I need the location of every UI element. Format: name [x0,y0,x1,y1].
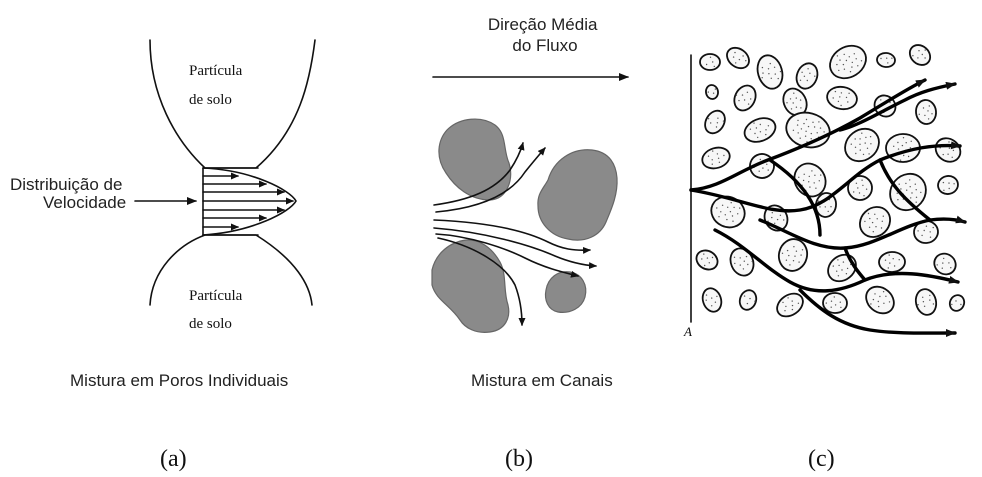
soil-grain [931,133,965,166]
solid-grain-top-left [439,119,511,200]
soil-grain [854,201,896,243]
soil-grain [947,293,966,313]
soil-grain [876,52,895,68]
soil-grain [930,249,959,278]
panel-a: Partícula de solo Partícula de solo Dist… [10,40,315,472]
soil-grain [754,52,786,91]
soil-grain [726,245,757,279]
soil-grain [825,85,858,112]
soil-grain [700,144,733,171]
solid-grain-top-right [538,150,617,240]
soil-grain [700,286,725,314]
solid-grain-bottom-right [546,272,586,313]
soil-grain [693,247,721,274]
velocity-distribution-label: Distribuição de Velocidade [10,175,127,212]
soil-grain [730,82,759,114]
mean-flow-direction-label: Direção Média do Fluxo [488,15,602,55]
soil-grain [906,41,934,69]
soil-grain [883,167,934,218]
panel-a-caption: Mistura em Poros Individuais [70,371,288,390]
soil-grain [723,44,753,73]
soil-grain [701,107,729,137]
particle-top-label: Partícula de solo [189,63,246,108]
soil-grain [879,252,906,273]
soil-grain [741,114,779,146]
particle-bottom-label: Partícula de solo [189,288,246,332]
solid-grain-bottom-left [432,240,509,332]
soil-grain [737,288,759,312]
reference-line-a-label: A [683,324,692,339]
soil-grain [913,287,938,317]
panel-b-letter: (b) [505,446,533,472]
soil-grain [915,99,937,125]
soil-grain [936,174,959,196]
soil-grain [705,84,719,100]
panel-b: Direção Média do Fluxo Mistura em Canais… [432,15,628,472]
soil-grain [793,60,821,91]
panel-a-letter: (a) [160,446,187,472]
panel-c: A (c) [683,39,967,472]
soil-grain [700,54,720,70]
soil-grain [861,281,899,319]
upper-soil-particle [150,40,315,168]
panel-b-caption: Mistura em Canais [471,371,613,390]
panel-c-letter: (c) [808,446,835,472]
velocity-profile [203,168,296,235]
soil-grain [824,39,872,85]
